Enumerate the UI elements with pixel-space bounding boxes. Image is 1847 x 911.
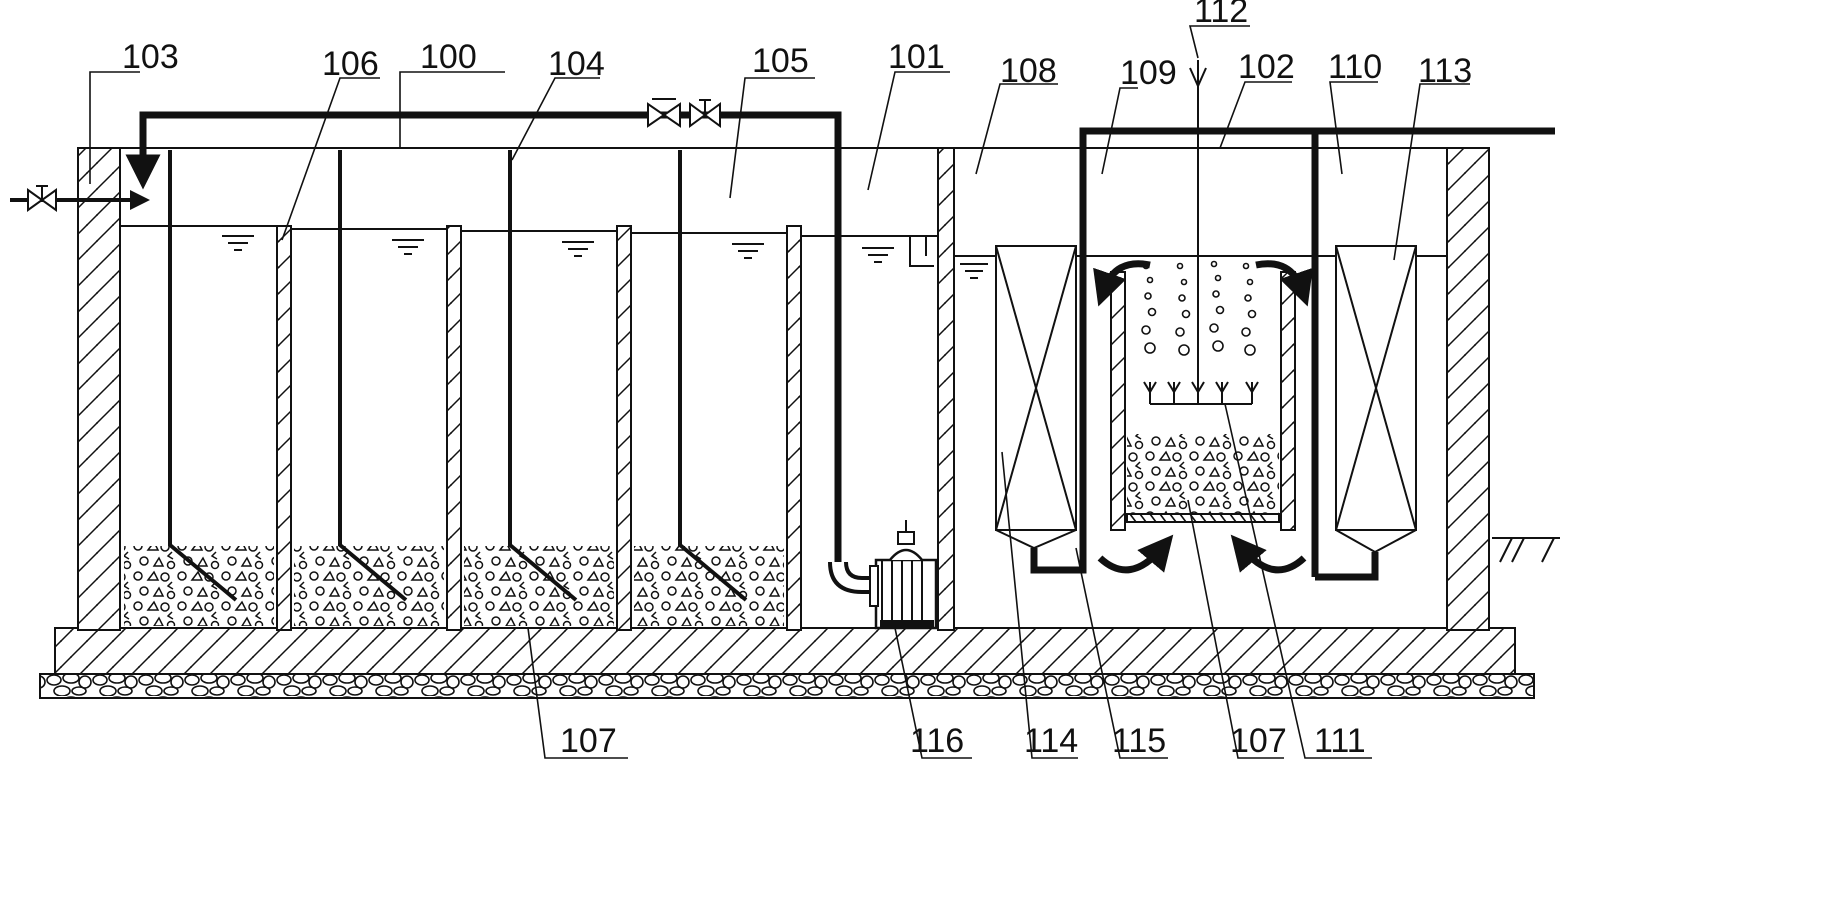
air-pipe-112 xyxy=(1143,60,1259,405)
circulation-arrows xyxy=(1093,260,1313,574)
label-102: 102 xyxy=(1238,48,1295,86)
label-109: 109 xyxy=(1120,54,1177,92)
recirculation-pipe xyxy=(139,111,842,562)
anaerobic-chambers xyxy=(124,150,784,626)
membrane-module-right xyxy=(1335,245,1417,554)
inlet-valve xyxy=(27,185,57,212)
check-valve xyxy=(647,98,681,128)
label-110: 110 xyxy=(1328,48,1382,86)
diffuser-111 xyxy=(1143,381,1259,404)
label-103: 103 xyxy=(122,38,179,76)
label-100: 100 xyxy=(420,38,477,76)
membrane-module-left xyxy=(995,245,1077,550)
media-beds-107 xyxy=(124,546,784,626)
label-105: 105 xyxy=(752,42,809,80)
membrane-modules-113 xyxy=(995,245,1417,554)
label-112: 112 xyxy=(1194,0,1248,30)
water-level-symbols xyxy=(222,235,988,279)
piping xyxy=(10,98,1555,594)
pump-elbow xyxy=(828,561,878,594)
label-107-left: 107 xyxy=(560,722,617,760)
ground-level-symbol xyxy=(1492,537,1560,563)
outlet-pipe-right xyxy=(1315,552,1379,581)
label-108: 108 xyxy=(1000,52,1057,90)
label-101: 101 xyxy=(888,38,945,76)
label-111: 111 xyxy=(1314,722,1366,760)
inner-baffle-right xyxy=(1280,271,1296,531)
inner-baffle-left xyxy=(1110,271,1126,531)
label-104: 104 xyxy=(548,45,605,83)
aeration-zone xyxy=(1093,60,1313,574)
leader-lines xyxy=(89,25,1470,759)
baffle-walls-106 xyxy=(276,225,802,631)
air-bubbles xyxy=(1141,260,1257,356)
right-outer-wall xyxy=(1446,147,1490,631)
media-bed-107-right xyxy=(1127,434,1279,514)
label-106: 106 xyxy=(322,45,379,83)
left-outer-wall xyxy=(77,147,121,631)
gravel-bed xyxy=(39,673,1535,699)
gate-valve xyxy=(689,99,721,128)
overflow-weir xyxy=(909,235,934,267)
label-115: 115 xyxy=(1112,722,1166,760)
water-levels xyxy=(120,225,1447,279)
partition-wall-101 xyxy=(937,147,955,631)
label-116: 116 xyxy=(910,722,964,760)
sludge-pipe-left xyxy=(1030,127,1315,574)
tank-walls xyxy=(77,147,1490,631)
foundation xyxy=(39,537,1560,699)
callout-labels: 103 106 100 104 105 101 108 109 112 102 … xyxy=(122,0,1472,760)
label-114: 114 xyxy=(1024,722,1078,760)
downflow-pipes-104 xyxy=(168,150,748,602)
label-107-right: 107 xyxy=(1230,722,1287,760)
concrete-base-slab xyxy=(54,627,1516,675)
label-113: 113 xyxy=(1418,52,1472,90)
submersible-pump-116 xyxy=(869,520,938,630)
